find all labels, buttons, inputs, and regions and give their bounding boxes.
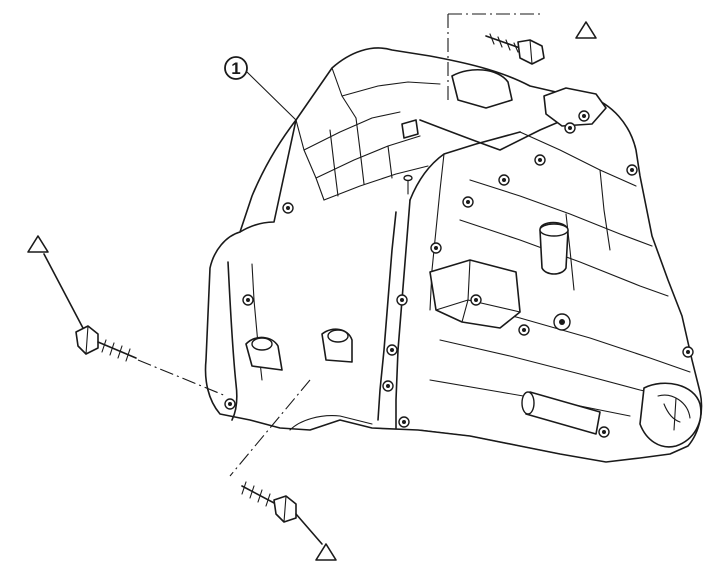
callout-label: 1 (231, 59, 240, 78)
bottom-bolt (229, 379, 323, 545)
triangle-icon (575, 21, 597, 39)
flange-bolt-holes (224, 110, 694, 438)
circled-number-icon (224, 56, 248, 80)
transaxle-housing (204, 47, 703, 463)
callout-1: 1 (224, 56, 297, 121)
triangle-icon (27, 235, 49, 253)
top-bolt (447, 13, 545, 104)
left-bolt (43, 253, 227, 397)
triangle-icon (315, 543, 337, 561)
